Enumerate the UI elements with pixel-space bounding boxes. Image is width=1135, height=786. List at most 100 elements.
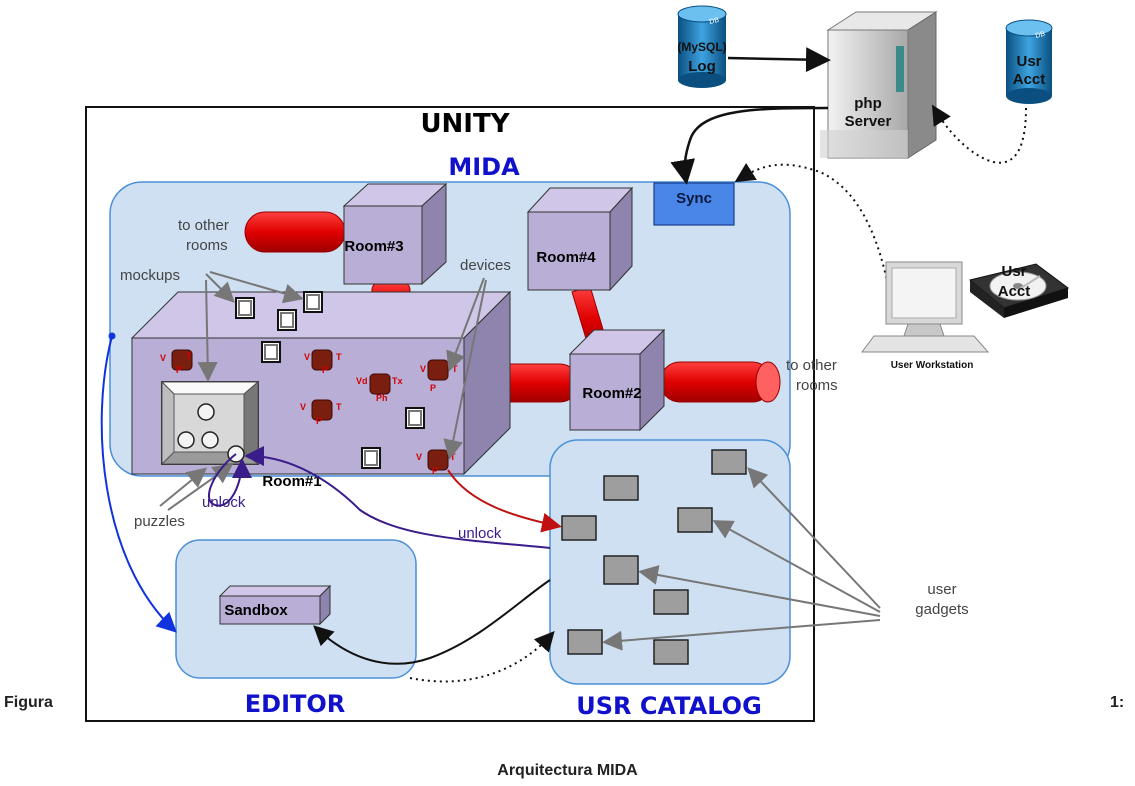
user-gadgets-label-2: gadgets [915,601,968,618]
mockup [405,407,425,429]
user-gadget [711,449,747,475]
svg-text:DB: DB [1035,31,1047,40]
to-other-rooms-right-1: to other [786,357,837,374]
mockups-label: mockups [120,267,180,284]
user-gadget [603,555,639,585]
sandbox-label: Sandbox [224,602,288,619]
unity-title: UNITY [420,109,510,139]
pipe-right-end [755,361,781,403]
room3-cube [342,182,448,286]
to-other-rooms-right-2: rooms [796,377,838,394]
svg-text:T: T [186,351,192,361]
user-gadget [567,629,603,655]
editor-catalog-dotted-arrow [409,631,555,683]
svg-text:T: T [452,364,458,374]
usr-catalog-title: USR CATALOG [576,692,762,720]
devices-label: devices [460,257,511,274]
unlock-label-2: unlock [458,525,502,542]
log-db-label-2: Log [688,58,716,75]
puzzles-arrows [159,463,234,511]
device-1: V T P [160,349,193,375]
mockup [261,341,281,363]
unlock-label-1: unlock [202,494,246,511]
hdd-label-2: Acct [998,283,1031,300]
log-to-server-arrow [727,47,831,73]
svg-text:P: P [432,466,438,476]
svg-text:P: P [430,383,436,393]
sync-box [653,182,735,226]
pipe-room2-right [659,361,773,403]
server-label-1: php [854,95,882,112]
svg-text:T: T [336,352,342,362]
figure-prefix: Figura [4,694,53,711]
mockup [277,309,297,331]
svg-text:V: V [300,402,306,412]
device-5: V T P [300,399,342,426]
acct-db-label-2: Acct [1013,71,1046,88]
log-db-label-1: (MySQL) [677,40,726,54]
unity-frame [85,106,815,722]
php-server [820,11,938,159]
pipe-left-room3 [244,211,346,253]
editor-title: EDITOR [245,690,346,718]
hard-disk [968,263,1070,318]
room2-cube [568,328,666,432]
svg-text:Vd: Vd [356,376,368,386]
mida-editor-arrow-dot [108,332,116,340]
workstation-label: User Workstation [891,360,974,371]
mockups-arrows [197,271,304,382]
sandbox-catalog-arrow [313,579,551,665]
svg-text:DB: DB [709,17,721,26]
svg-text:P: P [322,365,328,375]
svg-text:Ph: Ph [376,393,388,403]
devices-arrows [443,277,487,460]
user-gadget [561,515,597,541]
svg-text:V: V [420,364,426,374]
hdd-label-1: Usr [1001,263,1026,280]
svg-text:V: V [160,353,166,363]
acct-to-server-dotted-arrow [931,104,1027,164]
log-database: DB [677,5,727,88]
server-to-sync-arrow [670,106,829,185]
unlock-catalog-arrow [244,446,551,549]
device-2: V T P [304,349,342,375]
sandbox-box [218,584,332,626]
unlock-loop [208,453,252,507]
user-gadget [653,589,689,615]
user-workstation [861,261,990,353]
svg-text:V: V [304,352,310,362]
puzzle-piece [197,403,215,421]
room4-cube [526,186,634,292]
room4-label: Room#4 [536,249,596,266]
figure-caption: Arquitectura MIDA [497,762,638,779]
sync-label: Sync [676,190,712,207]
user-gadgets-label-1: user [927,581,956,598]
to-other-rooms-left-2: rooms [186,237,228,254]
mockup [303,291,323,313]
to-other-rooms-left-1: to other [178,217,229,234]
puzzle-piece [201,431,219,449]
puzzles-label: puzzles [134,513,185,530]
device-3: Vd Tx Ph [356,373,403,403]
mockup [361,447,381,469]
room3-label: Room#3 [344,238,403,255]
mockup [235,297,255,319]
server-label-2: Server [845,113,892,130]
svg-text:P: P [176,365,182,375]
acct-database: DB [1005,19,1053,104]
mida-editor-arrow [100,335,177,633]
device-to-gadget-arrow [447,469,562,533]
user-gadget [653,639,689,665]
room2-label: Room#2 [582,385,641,402]
device-6: V T P [416,449,456,476]
user-gadgets-arrows [602,467,881,651]
acct-db-label-1: Usr [1016,53,1041,70]
puzzle-piece [177,431,195,449]
svg-text:Tx: Tx [392,376,403,386]
svg-text:T: T [336,402,342,412]
svg-text:V: V [416,452,422,462]
svg-text:P: P [316,416,322,426]
mida-title: MIDA [448,153,520,181]
figure-number: 1: [1110,694,1125,711]
